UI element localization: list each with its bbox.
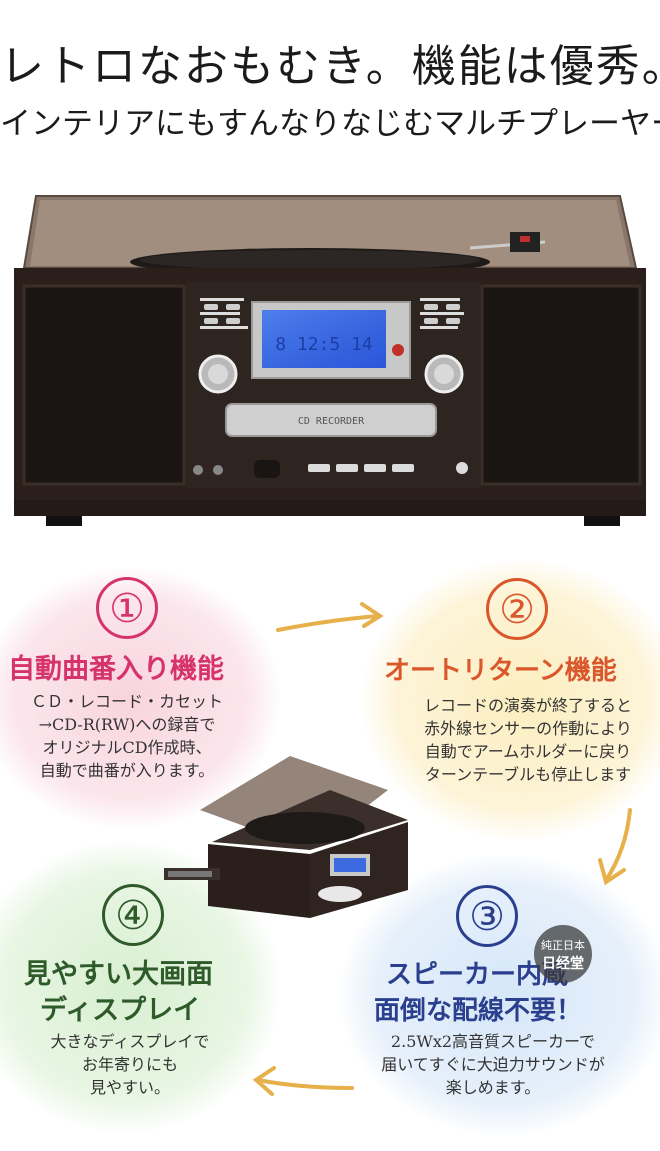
feature-2-number: ② — [486, 578, 548, 640]
headline: レトロなおもむき。機能は優秀。 — [0, 41, 660, 92]
feature-1-title: 自動曲番入り機能 — [8, 654, 224, 685]
feature-3-title-2: 面倒な配線不要！ — [374, 996, 583, 1026]
feature-2-title: オートリターン機能 — [384, 656, 617, 686]
feature-3-line: 楽しめます。 — [445, 1078, 541, 1097]
feature-2-line: 赤外線センサーの作動により — [424, 719, 632, 738]
feature-2-line: ターンテーブルも停止します — [424, 765, 632, 784]
subline: インテリアにもすんなりなじむマルチプレーヤー — [0, 106, 660, 142]
product-image-main: 8 12:5 14 CD RECORDER — [0, 190, 660, 530]
feature-4-number: ④ — [102, 884, 164, 946]
feature-1-line: ＣＤ・レコード・カセット — [30, 692, 223, 711]
feature-1-line: オリジナルCD作成時、 — [42, 738, 212, 757]
feature-4-desc: 大きなディスプレイで お年寄りにも 見やすい。 — [20, 1030, 240, 1099]
feature-3-line: 届いてすぐに大迫力サウンドが — [381, 1055, 605, 1074]
feature-3-desc: 2.5Wx2高音質スピーカーで 届いてすぐに大迫力サウンドが 楽しめます。 — [358, 1030, 628, 1099]
feature-1-line: →CD-R(RW)への録音で — [38, 715, 216, 734]
product-image-small — [160, 750, 430, 930]
feature-2-line: 自動でアームホルダーに戻り — [424, 742, 632, 761]
watermark-stamp: 純正日本 日经堂 — [534, 925, 592, 983]
feature-4-title-2: ディスプレイ — [40, 995, 201, 1026]
feature-2-desc: レコードの演奏が終了すると 赤外線センサーの作動により 自動でアームホルダーに戻… — [400, 694, 656, 786]
stamp-line-1: 純正日本 — [541, 939, 585, 952]
flow-arrows — [0, 560, 660, 1151]
feature-2-line: レコードの演奏が終了すると — [423, 696, 632, 715]
feature-1-line: 自動で曲番が入ります。 — [39, 761, 215, 780]
lcd-readout: 8 12:5 14 — [275, 334, 373, 355]
feature-3-line: 2.5Wx2高音質スピーカーで — [390, 1032, 596, 1051]
tray-label: CD RECORDER — [298, 416, 365, 427]
stamp-line-2: 日经堂 — [542, 956, 584, 972]
feature-4-title-1: 見やすい大画面 — [24, 959, 213, 990]
feature-4-line: お年寄りにも — [81, 1055, 178, 1074]
feature-4-line: 見やすい。 — [89, 1078, 170, 1097]
feature-4-line: 大きなディスプレイで — [50, 1032, 210, 1051]
feature-1-desc: ＣＤ・レコード・カセット →CD-R(RW)への録音で オリジナルCD作成時、 … — [0, 690, 254, 782]
feature-1-number: ① — [96, 577, 158, 639]
feature-3-number: ③ — [456, 885, 518, 947]
